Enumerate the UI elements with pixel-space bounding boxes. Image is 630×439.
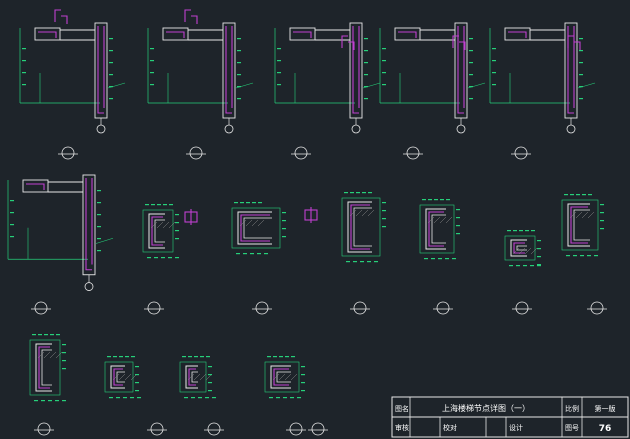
detail-11 [504, 230, 541, 267]
detail-7 [142, 204, 179, 259]
detail-3 [274, 22, 381, 134]
detail-1 [19, 22, 126, 134]
detail-number-bubble [37, 422, 51, 436]
detail-number-bubble [61, 146, 75, 160]
detail-9 [341, 192, 386, 263]
detail-number-bubble [289, 422, 303, 436]
detail-number-bubble [311, 422, 325, 436]
detail-4 [379, 22, 486, 134]
detail-number-bubble [406, 146, 420, 160]
rebar-marker [304, 207, 318, 223]
label-drawing-no: 图号 [565, 424, 579, 432]
sheet-label: 第一版 [595, 404, 616, 413]
detail-16 [264, 356, 305, 399]
detail-15 [179, 356, 216, 399]
title-block: 图名 上海楼梯节点详图（一） 比例 第一版 审核 校对 设计 图号 76 [391, 396, 629, 438]
detail-10 [419, 199, 460, 260]
detail-number-bubble [353, 301, 367, 315]
detail-number-bubble [294, 146, 308, 160]
detail-number-bubble [147, 301, 161, 315]
sheet-number: 76 [599, 424, 612, 434]
rebar-marker [341, 35, 355, 50]
detail-6 [7, 174, 114, 291]
drawing-title: 上海楼梯节点详图（一） [442, 403, 530, 413]
detail-number-bubble [255, 301, 269, 315]
detail-2 [147, 22, 254, 134]
detail-12 [561, 194, 604, 257]
detail-number-bubble [590, 301, 604, 315]
label-check: 校对 [443, 423, 457, 432]
detail-number-bubble [34, 301, 48, 315]
label-drawing: 图名 [395, 404, 409, 413]
detail-drawings [7, 9, 607, 436]
rebar-marker [567, 35, 581, 50]
label-scale: 比例 [565, 404, 579, 413]
detail-13 [29, 334, 66, 402]
detail-number-bubble [514, 146, 528, 160]
detail-14 [104, 356, 141, 399]
label-review: 审核 [395, 423, 409, 432]
detail-number-bubble [515, 301, 529, 315]
detail-8 [231, 202, 286, 255]
detail-5 [489, 22, 596, 134]
detail-number-bubble [207, 422, 221, 436]
rebar-marker [184, 209, 198, 225]
rebar-marker [54, 9, 68, 24]
detail-number-bubble [150, 422, 164, 436]
detail-number-bubble [189, 146, 203, 160]
rebar-marker [184, 9, 198, 24]
rebar-marker [452, 35, 466, 50]
label-design: 设计 [509, 423, 523, 432]
detail-number-bubble [436, 301, 450, 315]
